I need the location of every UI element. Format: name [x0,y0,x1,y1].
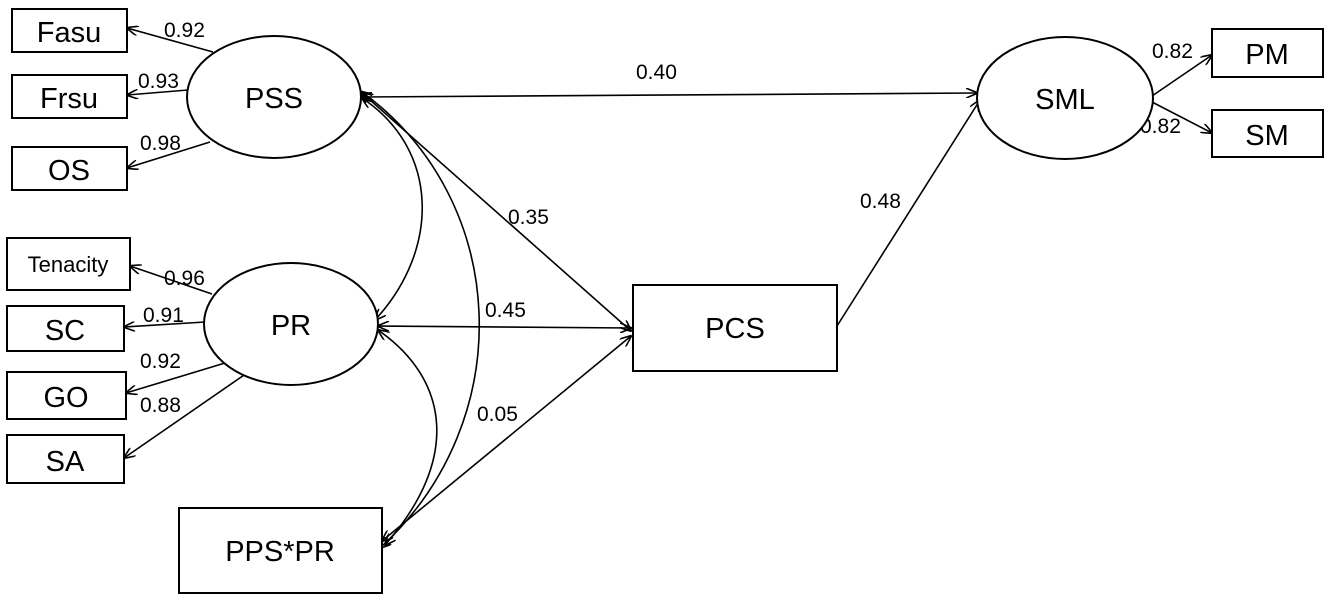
node-ppspr-label: PPS*PR [225,536,335,568]
node-pm-label: PM [1245,39,1289,71]
coef-pr-go: 0.92 [140,350,181,373]
coef-pss-pcs: 0.35 [508,206,549,229]
node-frsu-box [11,74,128,119]
node-frsu-label: Frsu [40,83,98,115]
node-pcs-label: PCS [705,313,765,345]
edge-pr-tenacity [130,266,213,295]
node-sc-label: SC [45,315,85,347]
node-fasu-box [11,8,128,53]
node-os-box [11,146,128,191]
edge-pr-pcs [378,326,631,328]
edge-pr-ppspr-curve [378,330,438,545]
edge-pss-os [127,141,211,168]
edge-pss-ppspr-curve [362,92,481,548]
edge-pss-sml [361,93,977,97]
node-pss-label: PSS [245,83,303,115]
edge-pr-sc [124,321,206,327]
node-pcs-box [632,284,838,372]
node-sm-box [1211,109,1324,158]
node-sml-oval [976,36,1154,160]
node-fasu-label: Fasu [37,17,101,49]
node-tenacity-label: Tenacity [28,252,109,277]
coef-sml-pm: 0.82 [1152,40,1193,63]
coef-pcs-sml: 0.48 [860,190,901,213]
edge-pcs-sml [836,100,980,327]
edge-sml-sm [1151,101,1212,133]
edge-pr-go [126,362,226,393]
node-sml-label: SML [1035,84,1095,116]
edge-sml-pm [1151,55,1212,97]
coef-pr-sc: 0.91 [143,304,184,327]
node-sa-label: SA [46,446,85,478]
node-ppspr-box [178,507,383,594]
coefficient-labels: 0.92 0.93 0.98 0.96 0.91 0.92 0.88 0.82 … [138,19,1193,426]
edge-ppspr-pcs [382,336,631,541]
node-os-label: OS [48,155,90,187]
latent-constructs: PSS PR SML [186,35,1154,386]
node-pr-oval [203,262,379,386]
coef-pr-pcs: 0.45 [485,299,526,322]
node-sm-label: SM [1245,120,1289,152]
coef-sml-sm: 0.82 [1140,115,1181,138]
edge-pss-pcs [361,92,631,331]
node-pss-oval [186,35,362,159]
edges [124,28,1212,548]
node-tenacity-box [6,237,131,291]
node-sa-box [6,434,125,484]
coef-pr-sa: 0.88 [140,394,181,417]
edge-pss-pr-curve [362,98,423,320]
coef-pss-sml: 0.40 [636,61,677,84]
edge-pss-fasu [127,28,214,53]
node-go-label: GO [43,382,88,414]
node-pr-label: PR [271,310,311,342]
indicator-boxes: Fasu Frsu OS Tenacity SC GO SA PM SM [6,8,1324,484]
coef-pr-tenacity: 0.96 [164,267,205,290]
edge-pr-sa [124,372,248,458]
edge-pss-frsu [127,90,189,95]
node-sc-box [6,305,125,352]
node-pm-box [1211,28,1324,78]
node-go-box [6,371,127,420]
observed-variables: PCS PPS*PR [178,284,838,594]
coef-ppspr-pcs: 0.05 [477,403,518,426]
coef-pss-frsu: 0.93 [138,70,179,93]
coef-pss-fasu: 0.92 [164,19,205,42]
coef-pss-os: 0.98 [140,132,181,155]
